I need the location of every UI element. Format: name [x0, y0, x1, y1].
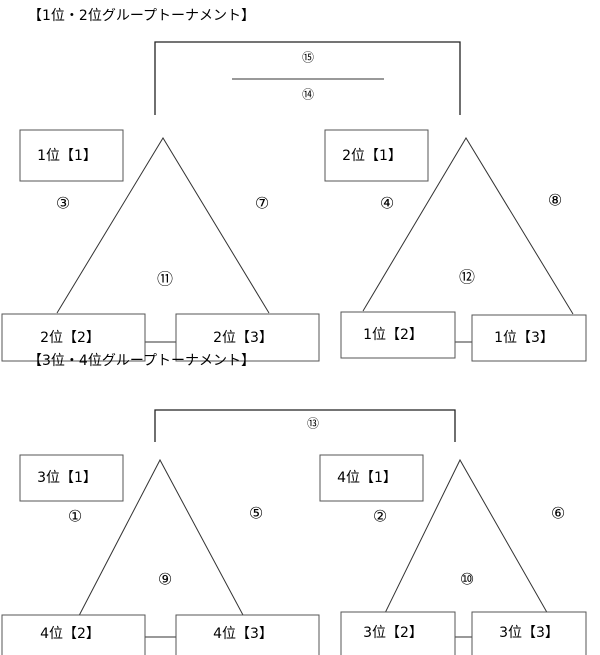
match-number: ⑨: [158, 570, 172, 589]
match-number: ①: [68, 507, 82, 526]
team-box: [175, 313, 320, 362]
team-box: [319, 454, 424, 502]
team-label: 4位【1】: [337, 470, 397, 486]
lower-right-group: 4位【1】 3位【2】 3位【3】 ② ⑥ ⑩: [319, 454, 587, 655]
team-box: [471, 611, 587, 655]
final-bracket: [154, 41, 461, 115]
upper-tournament: 【1位・2位グループトーナメント】 ⑮ ⑭ 1位【1】 2位【2】 2位【3】 …: [1, 8, 587, 362]
team-label: 4位【2】: [40, 626, 100, 642]
match-number: ⑩: [460, 570, 474, 589]
team-box: [19, 454, 124, 502]
team-label: 3位【1】: [37, 470, 97, 486]
group-triangle: [57, 458, 265, 655]
team-label: 3位【3】: [499, 625, 559, 641]
team-box: [19, 129, 124, 182]
team-label: 4位【3】: [213, 626, 273, 642]
match-15: ⑮: [302, 51, 314, 65]
match-number: ⑦: [255, 194, 269, 213]
team-label: 2位【3】: [213, 330, 273, 346]
team-label: 1位【1】: [37, 148, 97, 164]
lower-title: 【3位・4位グループトーナメント】: [28, 353, 255, 369]
team-box: [471, 314, 587, 362]
final-bracket: [154, 409, 456, 442]
upper-left-group: 1位【1】 2位【2】 2位【3】 ③ ⑦ ⑪: [1, 129, 320, 362]
group-triangle: [363, 458, 572, 655]
match-14: ⑭: [302, 88, 314, 102]
team-box: [340, 311, 456, 359]
team-label: 1位【3】: [494, 330, 554, 346]
match-number: ②: [373, 507, 387, 526]
upper-title: 【1位・2位グループトーナメント】: [28, 8, 255, 24]
match-13: ⑬: [307, 417, 319, 431]
lower-left-group: 3位【1】 4位【2】 4位【3】 ① ⑤ ⑨: [1, 454, 320, 655]
group-triangle: [362, 137, 574, 315]
team-box: [1, 313, 146, 362]
match-number: ⑥: [551, 504, 565, 523]
team-box: [340, 611, 456, 655]
team-box: [175, 614, 320, 655]
group-triangle: [56, 137, 270, 314]
team-box: [1, 614, 146, 655]
team-label: 1位【2】: [363, 327, 423, 343]
team-label: 2位【1】: [342, 148, 402, 164]
match-number: ④: [380, 194, 394, 213]
team-label: 2位【2】: [40, 330, 100, 346]
upper-right-group: 2位【1】 1位【2】 1位【3】 ④ ⑧ ⑫: [324, 129, 587, 362]
match-number: ⑪: [157, 270, 173, 289]
match-number: ⑤: [249, 504, 263, 523]
team-box: [324, 129, 429, 182]
match-number: ③: [56, 194, 70, 213]
match-number: ⑫: [459, 268, 475, 287]
team-label: 3位【2】: [363, 625, 423, 641]
lower-tournament: 【3位・4位グループトーナメント】 ⑬ 3位【1】 4位【2】 4位【3】 ① …: [1, 353, 587, 655]
match-number: ⑧: [548, 191, 562, 210]
